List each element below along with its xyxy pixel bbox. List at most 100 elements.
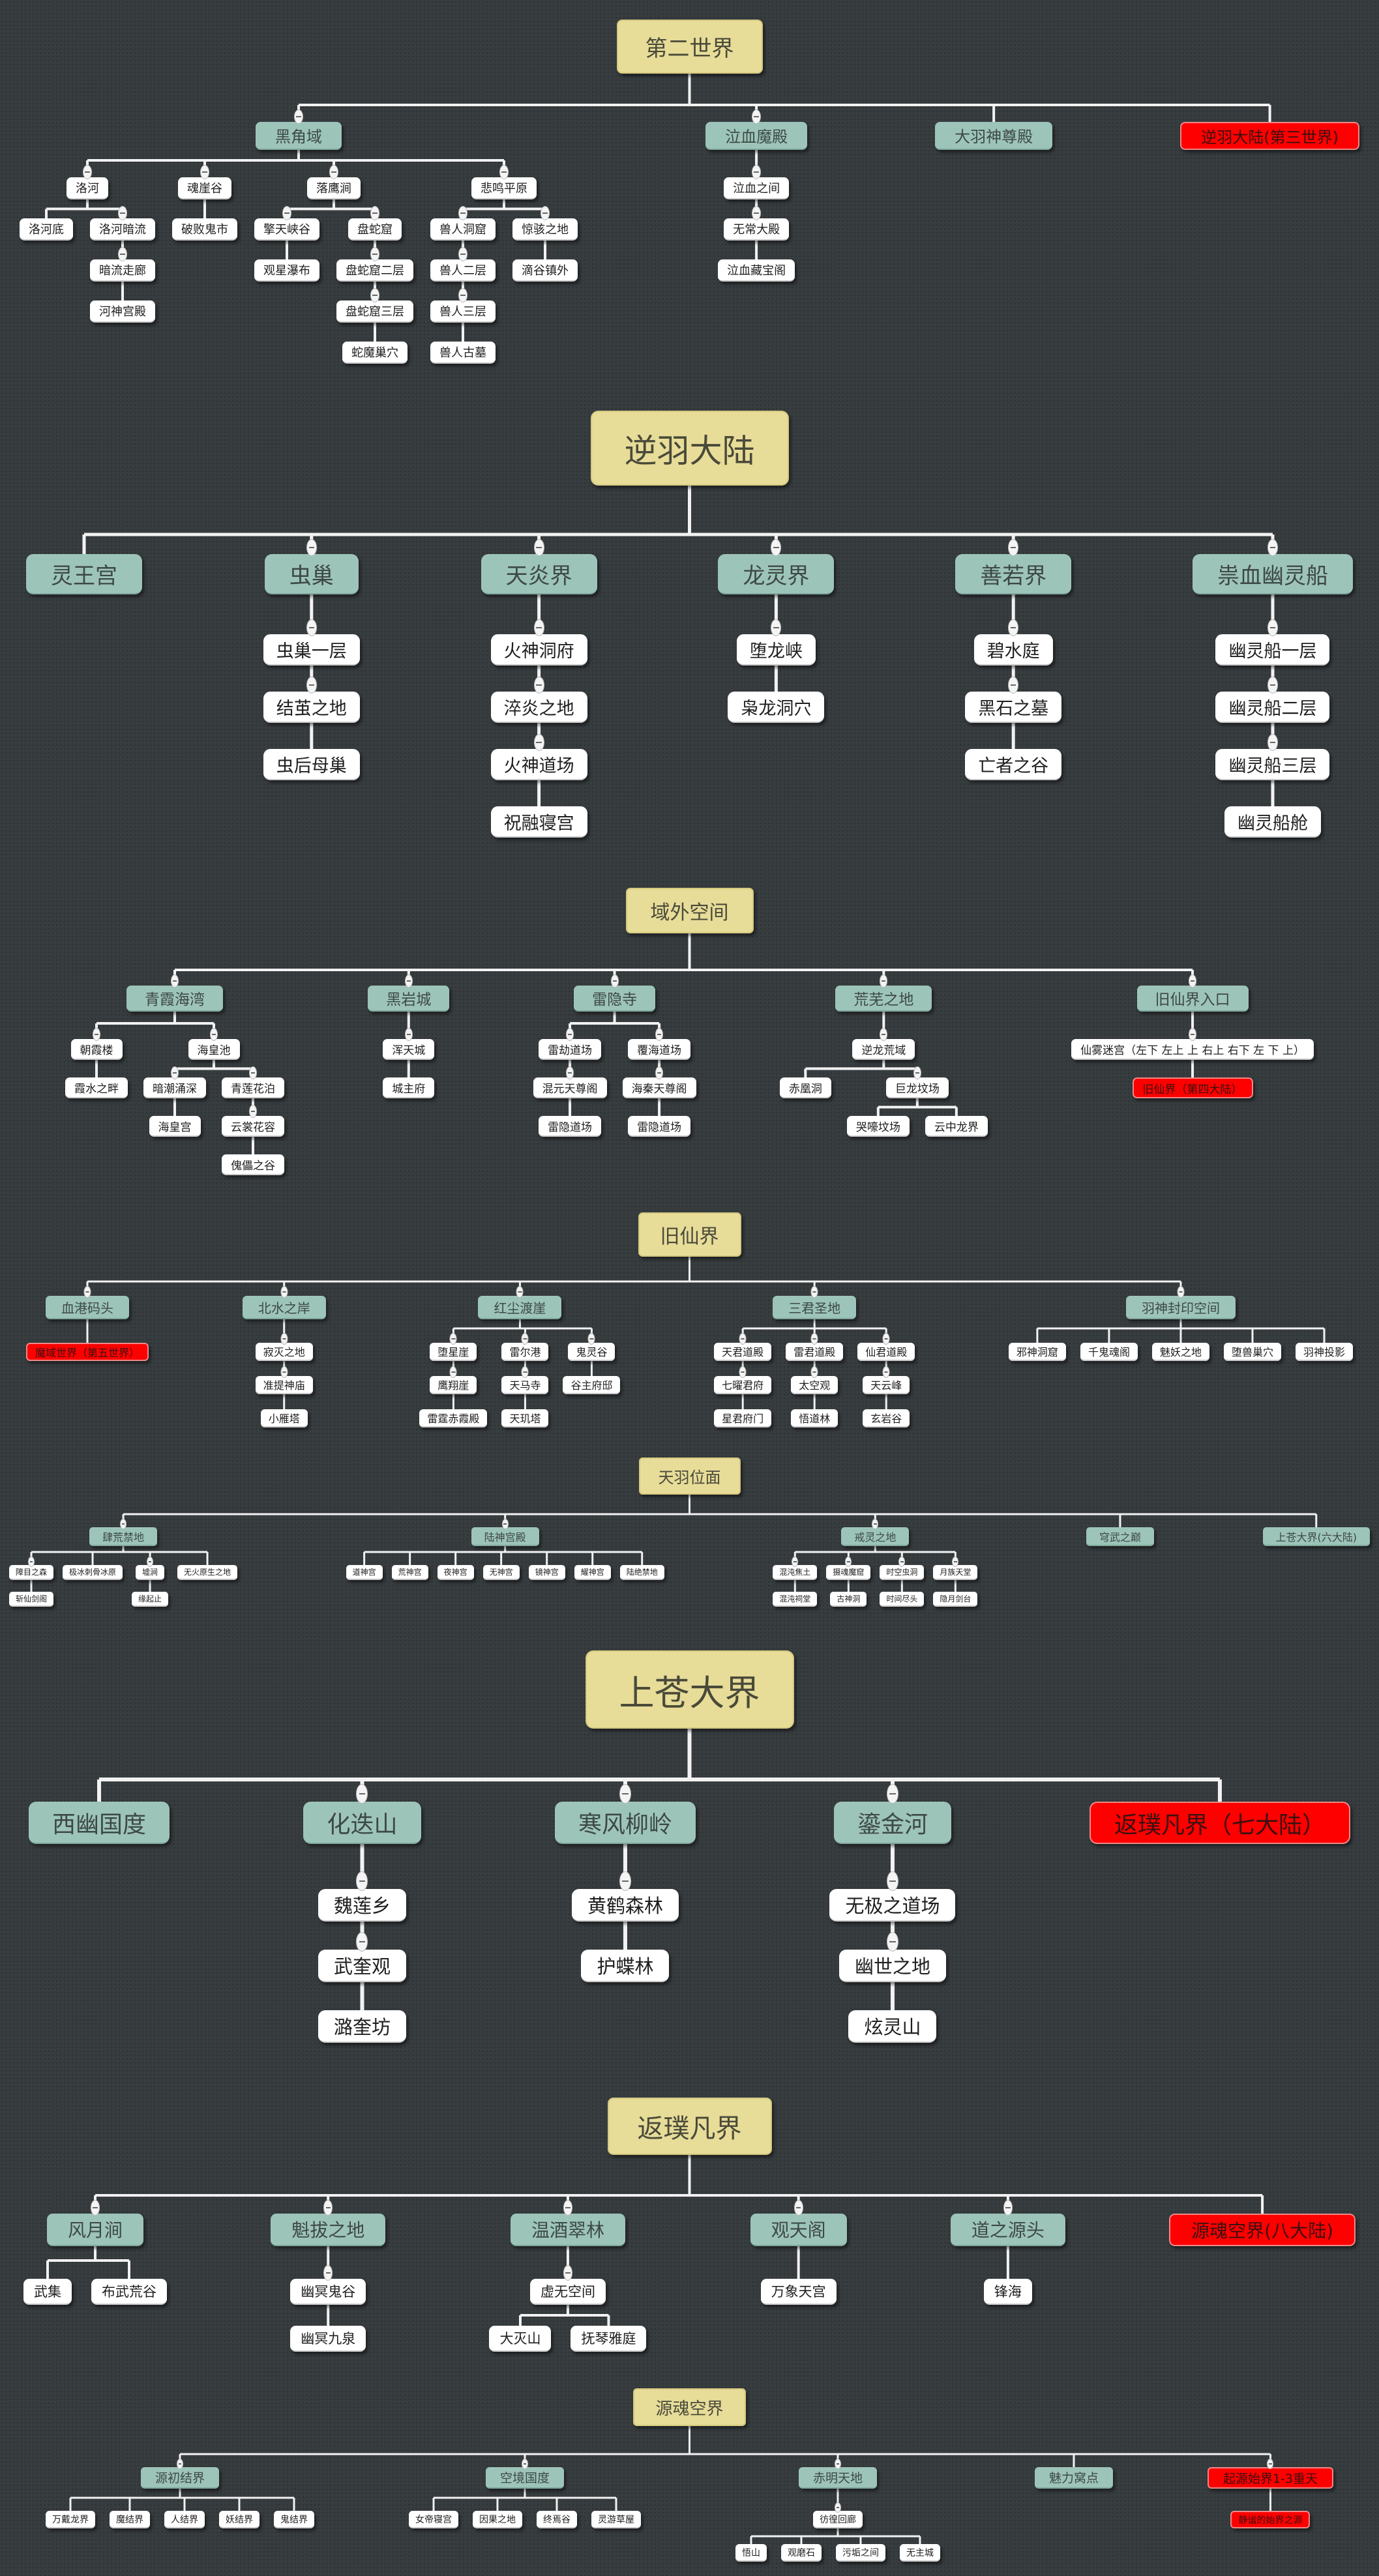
collapse-toggle-icon[interactable] <box>533 677 544 694</box>
subtopic-node[interactable]: 擎天峡谷 <box>254 218 319 241</box>
subtopic-node[interactable]: 混沌焦土 <box>773 1565 818 1580</box>
subtopic-node[interactable]: 浑天城 <box>383 1039 435 1060</box>
collapse-toggle-icon[interactable] <box>793 2200 803 2216</box>
subtopic-node[interactable]: 时空虫洞 <box>880 1565 925 1580</box>
subtopic-node[interactable]: 虚无空间 <box>529 2279 606 2305</box>
subtopic-node[interactable]: 朝霞楼 <box>70 1039 123 1060</box>
subtopic-node[interactable]: 抚琴雅庭 <box>571 2326 647 2352</box>
collapse-toggle-icon[interactable] <box>83 165 92 179</box>
main-topic-node[interactable]: 穹武之巅 <box>1086 1527 1154 1546</box>
subtopic-node[interactable]: 黄鹤森林 <box>571 1889 679 1922</box>
subtopic-node[interactable]: 火神洞府 <box>490 634 587 666</box>
collapse-toggle-icon[interactable] <box>752 165 762 179</box>
main-topic-node[interactable]: 上苍大界(六大陆) <box>1262 1527 1370 1546</box>
subtopic-node[interactable]: 蛇魔巢穴 <box>342 342 408 364</box>
collapse-toggle-icon[interactable] <box>458 247 467 261</box>
collapse-toggle-icon[interactable] <box>752 206 762 220</box>
subtopic-node[interactable]: 夜神宫 <box>437 1565 474 1580</box>
collapse-toggle-icon[interactable] <box>882 1333 890 1345</box>
subtopic-node[interactable]: 雷君道殿 <box>786 1343 844 1361</box>
main-topic-node[interactable]: 灵王宫 <box>26 554 142 594</box>
collapse-toggle-icon[interactable] <box>886 1871 898 1891</box>
subtopic-node[interactable]: 天玑塔 <box>501 1409 549 1427</box>
subtopic-node[interactable]: 镜神宫 <box>528 1565 565 1580</box>
subtopic-node[interactable]: 万象天宫 <box>760 2279 837 2305</box>
subtopic-node[interactable]: 虫后母巢 <box>263 749 360 780</box>
main-topic-node[interactable]: 风月涧 <box>46 2214 143 2246</box>
subtopic-node[interactable]: 幽灵船三层 <box>1215 749 1330 780</box>
collapse-toggle-icon[interactable] <box>323 2265 333 2281</box>
subtopic-node[interactable]: 观磨石 <box>780 2544 822 2562</box>
collapse-toggle-icon[interactable] <box>521 1366 529 1378</box>
collapse-toggle-icon[interactable] <box>1189 1028 1197 1041</box>
collapse-toggle-icon[interactable] <box>329 165 338 179</box>
main-topic-node[interactable]: 化迭山 <box>303 1802 421 1844</box>
subtopic-node[interactable]: 破败鬼市 <box>172 218 237 241</box>
subtopic-node[interactable]: 盘蛇窟二层 <box>336 259 413 282</box>
collapse-toggle-icon[interactable] <box>792 1557 799 1567</box>
collapse-toggle-icon[interactable] <box>370 288 379 302</box>
subtopic-node[interactable]: 荒神宫 <box>391 1565 428 1580</box>
subtopic-node[interactable]: 洛河 <box>67 177 108 199</box>
collapse-toggle-icon[interactable] <box>1267 619 1278 636</box>
collapse-toggle-icon[interactable] <box>752 110 762 124</box>
collapse-toggle-icon[interactable] <box>93 1028 100 1041</box>
root-topic-node[interactable]: 逆羽大陆 <box>590 411 789 486</box>
subtopic-node[interactable]: 魔结界 <box>110 2511 150 2528</box>
subtopic-node[interactable]: 黑石之墓 <box>965 692 1062 723</box>
subtopic-node[interactable]: 星君府门 <box>714 1409 772 1427</box>
collapse-toggle-icon[interactable] <box>249 1066 257 1079</box>
subtopic-node[interactable]: 混沌祠堂 <box>773 1592 818 1607</box>
collapse-toggle-icon[interactable] <box>1267 677 1278 694</box>
subtopic-node[interactable]: 泣血藏宝阁 <box>718 259 795 282</box>
subtopic-node[interactable]: 云裳花容 <box>222 1116 284 1137</box>
collapse-toggle-icon[interactable] <box>449 1333 457 1345</box>
main-topic-node[interactable]: 鎏金河 <box>833 1802 951 1844</box>
collapse-toggle-icon[interactable] <box>356 1932 368 1952</box>
root-topic-node[interactable]: 源魂空界 <box>633 2388 746 2426</box>
collapse-toggle-icon[interactable] <box>28 1557 35 1567</box>
subtopic-node[interactable]: 静谧的始界之源 <box>1230 2511 1311 2528</box>
main-topic-node[interactable]: 源初结界 <box>140 2467 219 2489</box>
subtopic-node[interactable]: 霞水之畔 <box>65 1077 128 1098</box>
subtopic-node[interactable]: 古神洞 <box>830 1592 867 1607</box>
subtopic-node[interactable]: 覆海道场 <box>628 1039 691 1060</box>
subtopic-node[interactable]: 雷隐道场 <box>539 1116 602 1137</box>
subtopic-node[interactable]: 耀神宫 <box>574 1565 611 1580</box>
subtopic-node[interactable]: 幽冥九泉 <box>290 2326 366 2352</box>
subtopic-node[interactable]: 枭龙洞穴 <box>728 692 825 723</box>
subtopic-node[interactable]: 羽神投影 <box>1295 1343 1353 1361</box>
subtopic-node[interactable]: 淬炎之地 <box>490 692 587 723</box>
collapse-toggle-icon[interactable] <box>83 1286 91 1298</box>
collapse-toggle-icon[interactable] <box>120 1519 127 1529</box>
subtopic-node[interactable]: 城主府 <box>383 1077 435 1098</box>
main-topic-node[interactable]: 温酒翠林 <box>510 2214 625 2246</box>
subtopic-node[interactable]: 兽人古墓 <box>430 342 496 364</box>
subtopic-node[interactable]: 彷徨回廊 <box>812 2511 863 2528</box>
collapse-toggle-icon[interactable] <box>1189 974 1197 988</box>
subtopic-node[interactable]: 潞奎坊 <box>318 2010 406 2043</box>
collapse-toggle-icon[interactable] <box>541 206 550 220</box>
subtopic-node[interactable]: 寂灭之地 <box>255 1343 313 1361</box>
subtopic-node[interactable]: 魔域世界（第五世界） <box>26 1343 149 1361</box>
main-topic-node[interactable]: 旧仙界入口 <box>1136 986 1249 1012</box>
main-topic-node[interactable]: 羽神封印空间 <box>1125 1296 1236 1319</box>
subtopic-node[interactable]: 陆绝禁地 <box>619 1565 664 1580</box>
subtopic-node[interactable]: 人结界 <box>164 2511 205 2528</box>
collapse-toggle-icon[interactable] <box>499 165 509 179</box>
subtopic-node[interactable]: 太空观 <box>791 1376 838 1394</box>
subtopic-node[interactable]: 混元天尊阁 <box>533 1077 607 1098</box>
main-topic-node[interactable]: 黑岩城 <box>368 986 450 1012</box>
collapse-toggle-icon[interactable] <box>845 1557 852 1567</box>
subtopic-node[interactable]: 仙君道殿 <box>857 1343 915 1361</box>
main-topic-node[interactable]: 陆神宫殿 <box>471 1527 539 1546</box>
subtopic-node[interactable]: 武奎观 <box>318 1950 406 1982</box>
collapse-toggle-icon[interactable] <box>952 1557 959 1567</box>
collapse-toggle-icon[interactable] <box>1003 2200 1013 2216</box>
subtopic-node[interactable]: 锋海 <box>983 2279 1032 2305</box>
collapse-toggle-icon[interactable] <box>306 677 317 694</box>
subtopic-node[interactable]: 终焉谷 <box>536 2511 577 2528</box>
subtopic-node[interactable]: 虫巢一层 <box>263 634 360 666</box>
subtopic-node[interactable]: 万戴龙界 <box>46 2511 95 2528</box>
subtopic-node[interactable]: 天云峰 <box>863 1376 910 1394</box>
